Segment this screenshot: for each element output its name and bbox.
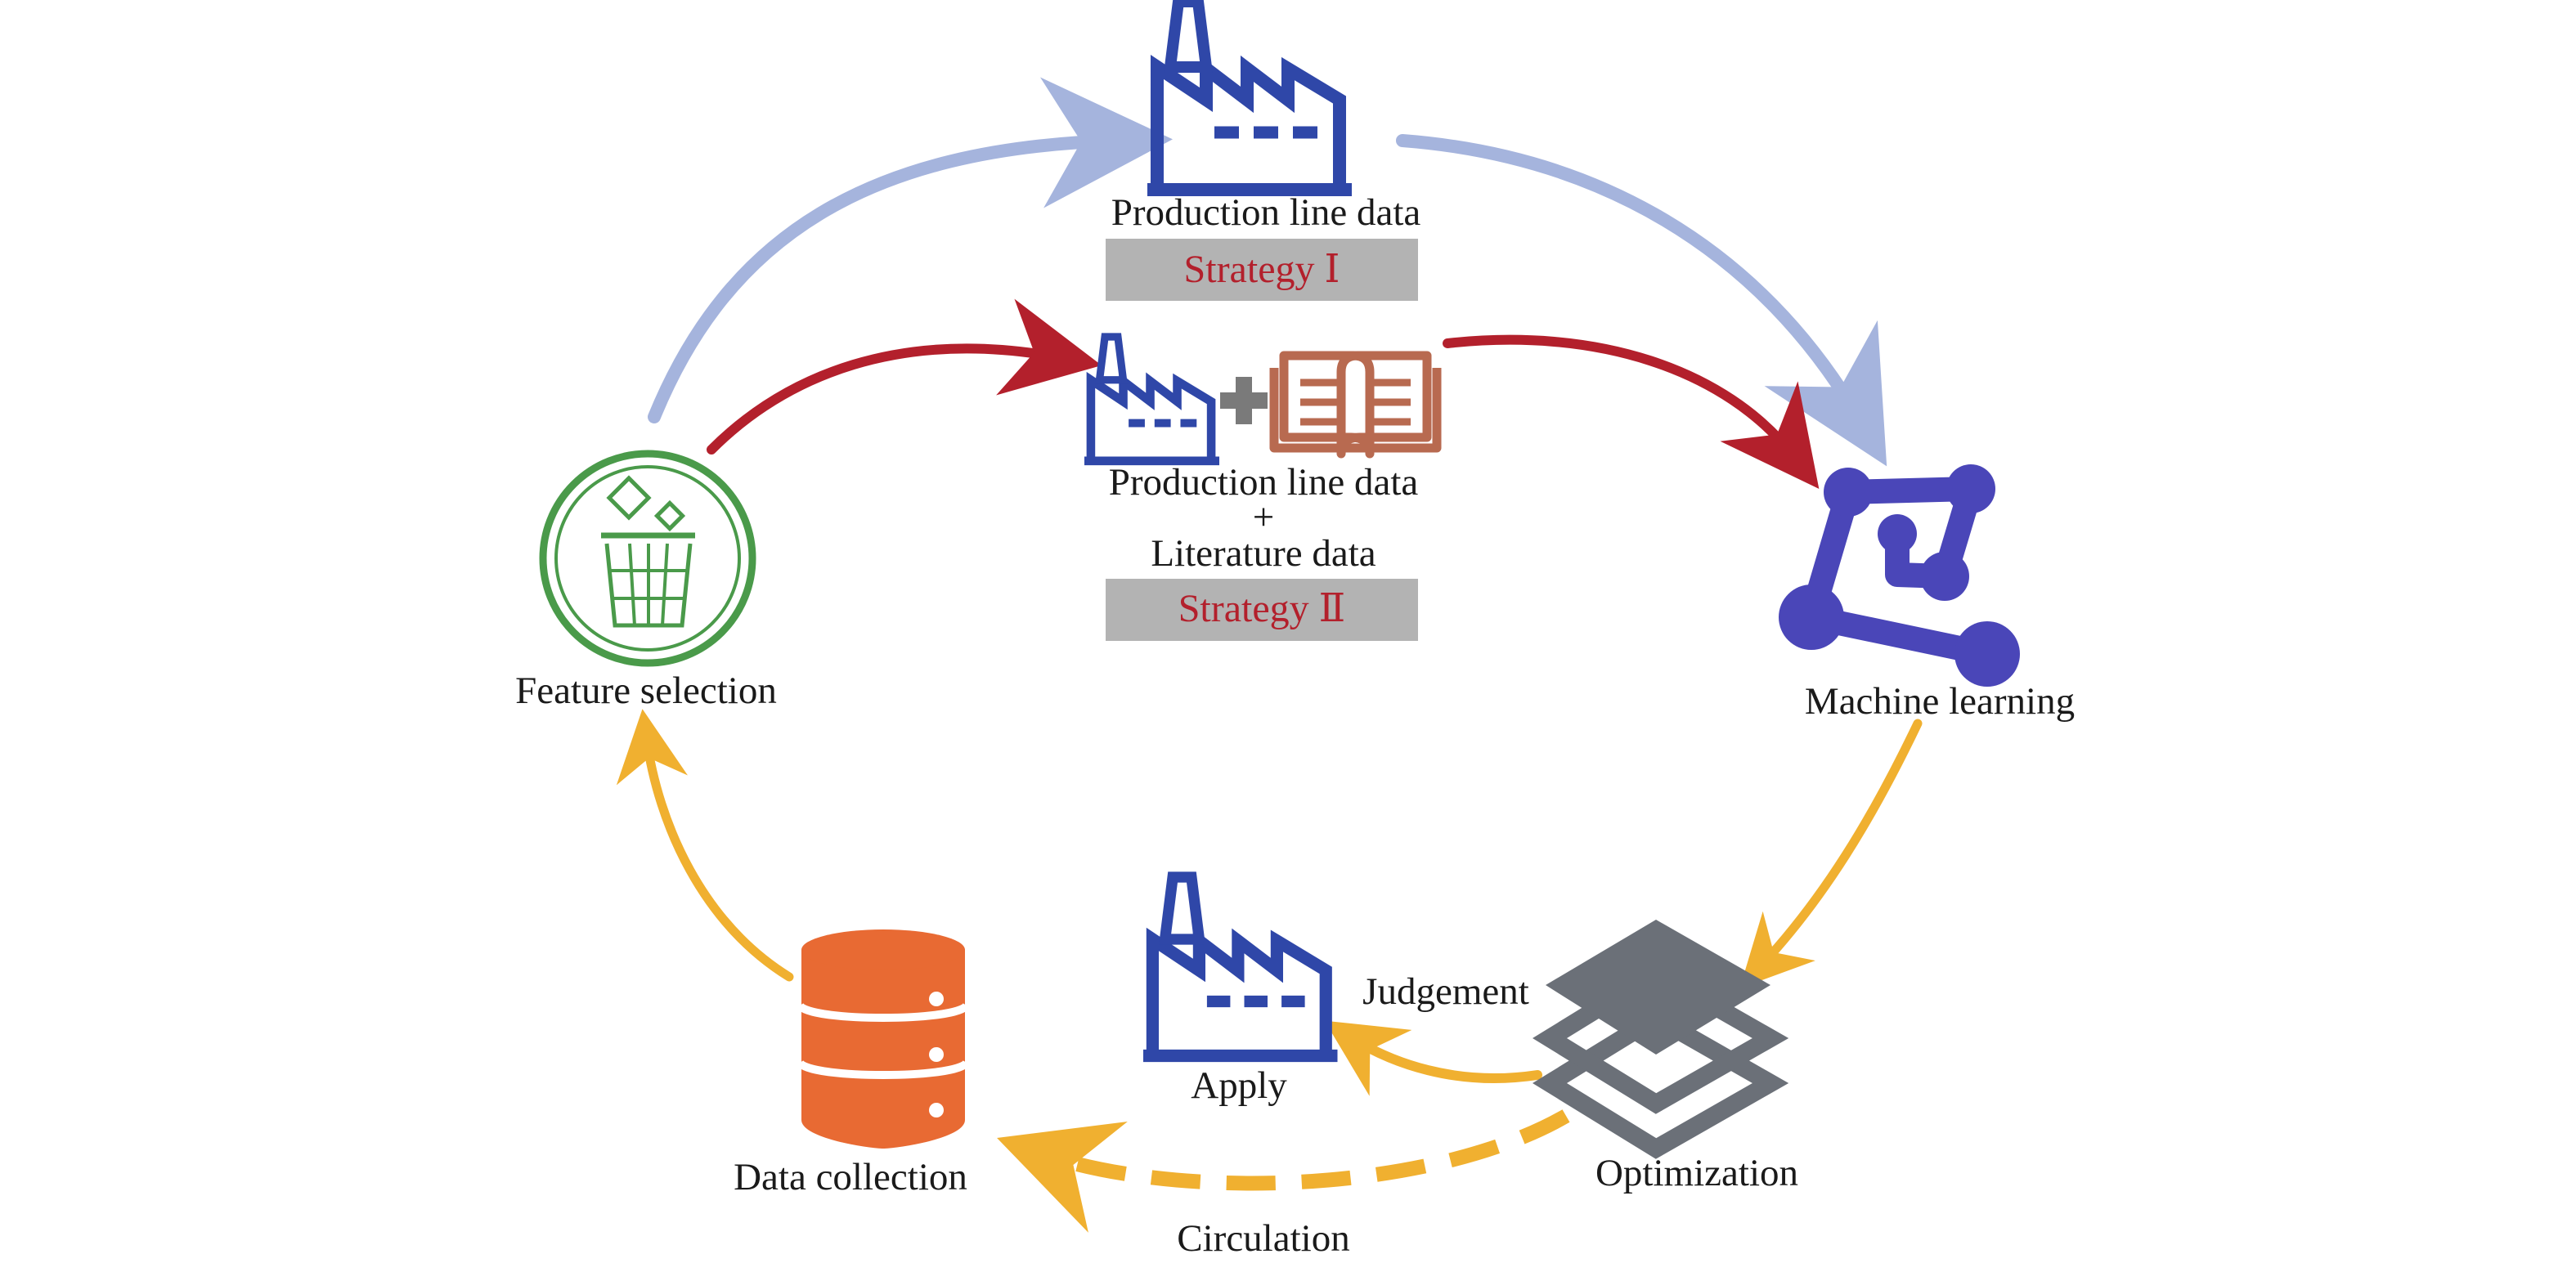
strategy-2-arrow-left [707,298,1102,455]
apply-label: Apply [1191,1064,1287,1107]
database-icon [796,929,971,1149]
plus-icon [1220,377,1268,424]
combined-line-2: Literature data [1151,532,1376,575]
ml-to-optimization-arrow [1739,719,1923,989]
optimization-label: Optimization [1595,1152,1798,1194]
strategy-1-arrow-left [648,77,1173,423]
feature-selection-label: Feature selection [515,670,777,712]
strategy-1-label: Strategy Ⅰ [1184,248,1340,291]
circulation-label: Circulation [1177,1217,1349,1260]
layers-icon [1533,920,1789,1159]
strategy-2-box [1106,579,1418,641]
production-line-label: Production line data [1111,191,1421,234]
trash-bin-icon [539,450,756,667]
combined-line-1: Production line data [1109,461,1419,504]
book-icon [1269,351,1442,459]
judgement-arrow [1324,1020,1542,1096]
strategy-1-box [1106,239,1418,301]
combined-plus: + [1253,496,1275,539]
factory-icon [1143,877,1338,1056]
strategy-2-arrow-right [1443,334,1820,489]
circulation-arrow [997,1109,1570,1233]
collection-to-feature-arrow [616,709,794,982]
factory-icon [1084,337,1219,461]
factory-icon [1147,2,1352,190]
judgement-label: Judgement [1362,970,1529,1013]
network-nodes-icon [1779,464,2020,687]
machine-learning-label: Machine learning [1805,680,2075,723]
strategy-2-label: Strategy Ⅱ [1178,587,1346,630]
strategy-1-arrow-right [1396,134,1887,467]
data-collection-label: Data collection [734,1156,967,1198]
